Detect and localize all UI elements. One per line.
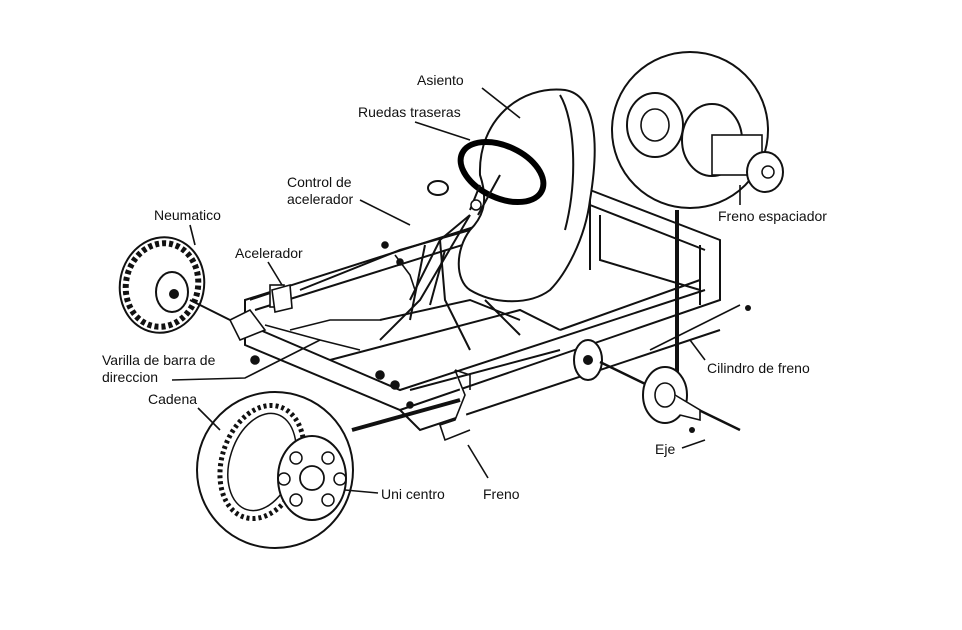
leader-asiento (481, 87, 521, 119)
label-cadena: Cadena (148, 391, 197, 407)
steering-linkage (228, 241, 416, 409)
rear-axle (573, 304, 751, 433)
seat (457, 88, 596, 303)
label-ruedas-traseras: Ruedas traseras (358, 104, 461, 120)
label-cilindro-freno: Cilindro de freno (707, 360, 810, 376)
steering-wheel (457, 138, 547, 216)
label-control-acelerador-line1: Control de (287, 174, 352, 190)
label-freno: Freno (483, 486, 520, 502)
steering-column (379, 180, 471, 351)
accelerator-pedal (271, 283, 293, 313)
label-eje: Eje (655, 441, 675, 457)
leader-neumatico (189, 224, 196, 246)
label-freno-espaciador: Freno espaciador (718, 208, 827, 224)
leader-lines (171, 87, 741, 494)
chassis-frame (244, 188, 721, 432)
leader-eje (681, 439, 706, 449)
chain-sprocket-inset (196, 391, 461, 549)
label-varilla-line2: direccion (102, 369, 158, 385)
label-control-acelerador-line2: acelerador (287, 191, 353, 207)
leader-acelerador (267, 261, 283, 286)
leader-control-acelerador (359, 199, 411, 226)
label-acelerador: Acelerador (235, 245, 303, 261)
rear-brake-spacer-inset (611, 51, 784, 375)
label-asiento: Asiento (417, 72, 464, 88)
label-uni-centro: Uni centro (381, 486, 445, 502)
front-tire (118, 236, 231, 334)
label-varilla-line1: Varilla de barra de (102, 352, 216, 368)
leader-varilla (171, 339, 321, 381)
labels: Asiento Ruedas traseras Control de acele… (102, 72, 827, 502)
leader-uni-centro (344, 489, 379, 494)
leader-ruedas-traseras (414, 121, 471, 141)
leader-cilindro-freno (689, 339, 706, 361)
leader-freno (467, 444, 489, 479)
brake-pedal (438, 369, 471, 442)
leader-cadena (197, 407, 221, 431)
label-neumatico: Neumatico (154, 207, 221, 223)
